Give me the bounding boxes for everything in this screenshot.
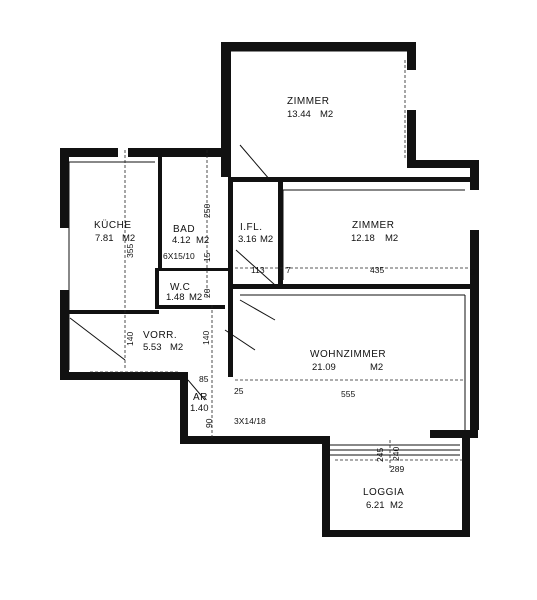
room-bad: BAD 4.12 M2: [172, 224, 209, 246]
dim-555: 555: [341, 389, 355, 399]
room-name: KÜCHE: [94, 219, 132, 231]
detail-lines: [68, 50, 470, 470]
room-unit: M2: [189, 292, 202, 303]
dim-245: 245: [375, 448, 385, 462]
room-area: 21.09: [312, 362, 336, 373]
room-name: AR: [193, 392, 208, 403]
room-name: VORR.: [143, 330, 177, 341]
room-wohnzimmer: WOHNZIMMER 21.09 M2: [310, 349, 386, 373]
room-area: 1.40: [190, 403, 209, 414]
room-kueche: KÜCHE 7.81 M2: [94, 219, 135, 244]
room-name: LOGGIA: [363, 487, 404, 498]
dim-6x15: 6X15/10: [163, 251, 195, 261]
dim-289: 289: [390, 464, 404, 474]
room-ar: AR 1.40: [190, 392, 209, 414]
room-area: 1.48: [166, 292, 185, 303]
room-flur: I.FL. 3.16 M2: [238, 222, 273, 245]
dimension-labels: 250 355 6X15/10 15 113 7 435 3 20 140 14…: [125, 204, 475, 474]
room-unit: M2: [260, 234, 273, 245]
room-name: ZIMMER: [287, 96, 329, 107]
dim-240: 240: [391, 447, 401, 461]
room-area: 4.12: [172, 235, 191, 246]
dim-20: 20: [202, 288, 212, 298]
room-name: WOHNZIMMER: [310, 349, 386, 360]
walls: [60, 42, 479, 537]
room-area: 12.18: [351, 233, 375, 244]
dim-435: 435: [370, 265, 384, 275]
dim-85: 85: [199, 374, 209, 384]
room-unit: M2: [370, 362, 383, 373]
room-unit: M2: [390, 500, 403, 511]
room-name: BAD: [173, 224, 195, 235]
dim-140b: 140: [201, 331, 211, 345]
room-unit: M2: [170, 342, 183, 353]
dim-7a: 7: [286, 265, 291, 275]
room-zimmer-right: ZIMMER 12.18 M2: [351, 220, 398, 244]
dim-15: 15: [202, 252, 212, 262]
room-area: 7.81: [95, 233, 114, 244]
dim-355: 355: [125, 244, 135, 258]
room-area: 6.21: [366, 500, 385, 511]
dim-3x14: 3X14/18: [234, 416, 266, 426]
dim-113: 113: [251, 265, 265, 275]
room-unit: M2: [320, 109, 333, 120]
room-name: ZIMMER: [352, 220, 394, 231]
room-area: 13.44: [287, 109, 311, 120]
dim-250: 250: [202, 204, 212, 218]
dim-25: 25: [234, 386, 244, 396]
room-zimmer-top: ZIMMER 13.44 M2: [287, 96, 333, 120]
room-loggia: LOGGIA 6.21 M2: [363, 487, 404, 511]
room-unit: M2: [385, 233, 398, 244]
room-area: 3.16: [238, 234, 257, 245]
room-name: W.C: [170, 282, 190, 293]
room-area: 5.53: [143, 342, 162, 353]
room-vorr: VORR. 5.53 M2: [143, 330, 183, 353]
room-unit: M2: [196, 235, 209, 246]
dim-90: 90: [204, 418, 214, 428]
room-wc: W.C 1.48 M2: [166, 282, 202, 303]
dim-3a: 3: [470, 267, 475, 277]
room-name: I.FL.: [240, 222, 263, 233]
dim-140a: 140: [125, 332, 135, 346]
room-unit: M2: [122, 233, 135, 244]
